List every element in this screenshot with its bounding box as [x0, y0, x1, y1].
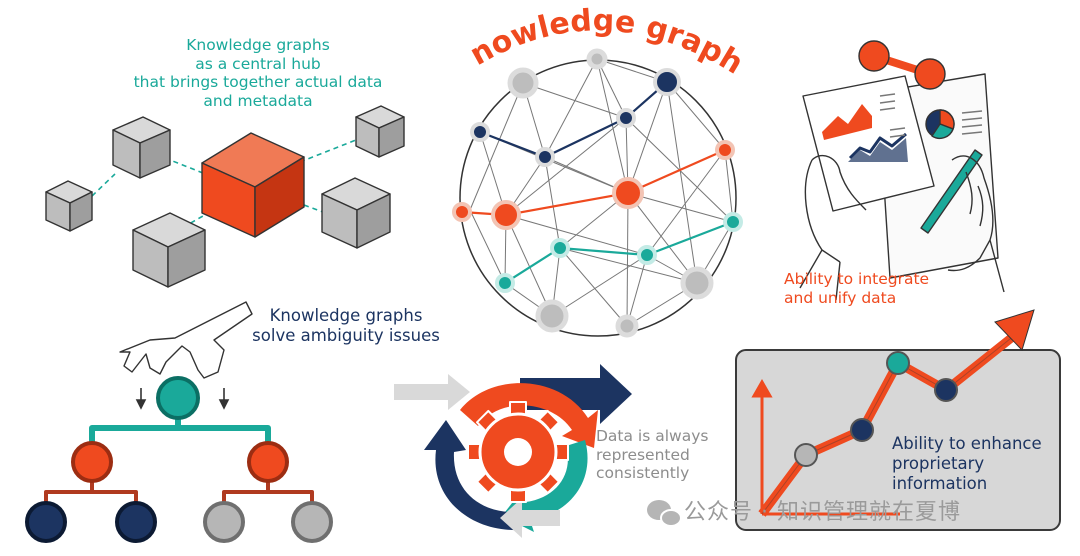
watermark: 公众号 · 知识管理就在夏博: [684, 500, 961, 525]
enhance-caption: Ability to enhance proprietary informati…: [892, 434, 1062, 493]
arrow-head-icon: [994, 309, 1035, 351]
hand-icon: [119, 301, 253, 379]
enhance-line: proprietary: [892, 453, 985, 473]
consistency-line: Data is always: [596, 427, 709, 445]
central-hub-line: Knowledge graphs: [186, 36, 330, 54]
grey-cube-icon: [355, 105, 405, 158]
grey-cube-icon: [45, 180, 93, 232]
knowledge-graph-network: [452, 48, 743, 338]
reports-in-hands-illustration: [799, 40, 1005, 301]
gear-icon: [467, 401, 569, 503]
central-hub-illustration: [45, 105, 405, 288]
integrate-line: Ability to integrate: [784, 270, 930, 288]
integrate-caption: Ability to integrate and unify data: [784, 270, 984, 307]
grey-cube-icon: [132, 212, 206, 288]
central-hub-line: and metadata: [203, 91, 313, 110]
wechat-icon: [647, 500, 682, 527]
orange-connector-node-icon: [858, 40, 890, 72]
central-hub-line: as a central hub: [195, 54, 321, 73]
ambiguity-line: Knowledge graphs: [269, 306, 423, 325]
consistency-line: consistently: [596, 464, 690, 483]
ambiguity-tree-illustration: [25, 301, 333, 543]
grey-cube-icon: [321, 177, 391, 249]
enhance-line: information: [892, 473, 988, 493]
consistency-caption: Data is always represented consistently: [596, 427, 736, 483]
enhance-line: Ability to enhance: [892, 434, 1042, 453]
growth-chart-illustration: [735, 309, 1061, 531]
central-hub-caption: Knowledge graphs as a central hub that b…: [108, 36, 408, 110]
ambiguity-line: solve ambiguity issues: [252, 325, 440, 345]
integrate-line: and unify data: [784, 288, 897, 307]
central-hub-line: that brings together actual data: [133, 73, 383, 92]
orange-connector-node-icon: [914, 58, 946, 90]
grey-cube-icon: [112, 116, 171, 179]
consistency-cycle-illustration: [394, 364, 632, 538]
consistency-line: represented: [596, 445, 690, 464]
central-red-cube-icon: [201, 132, 305, 238]
ambiguity-caption: Knowledge graphs solve ambiguity issues: [236, 306, 456, 346]
